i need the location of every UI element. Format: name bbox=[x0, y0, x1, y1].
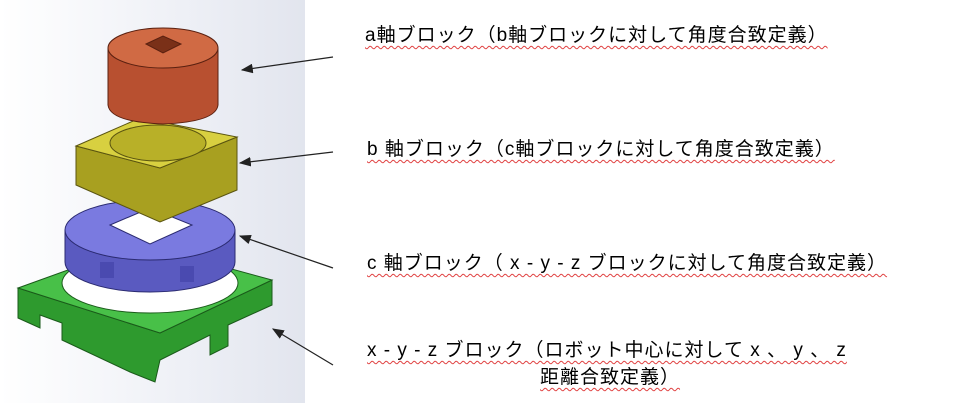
xyz-block-label-line2: 距離合致定義） bbox=[540, 367, 681, 388]
a-block-label: a軸ブロック（b軸ブロックに対して角度合致定義） bbox=[365, 25, 828, 46]
c-block-label: c 軸ブロック（ x - y - z ブロックに対して角度合致定義） bbox=[367, 253, 888, 274]
arrow-c-block bbox=[238, 234, 334, 269]
arrow-xyz-block bbox=[271, 328, 334, 366]
arrow-a-block bbox=[240, 56, 334, 74]
arrow-b-block bbox=[238, 151, 334, 167]
b-block-label: b 軸ブロック（c軸ブロックに対して角度合致定義） bbox=[367, 139, 835, 160]
a-block-shape bbox=[107, 27, 219, 125]
c-block-shape bbox=[64, 199, 236, 293]
b-block-shape bbox=[74, 117, 239, 223]
xyz-block-label-line1: x - y - z ブロック（ロボット中心に対して x 、 y 、 z bbox=[367, 340, 847, 361]
